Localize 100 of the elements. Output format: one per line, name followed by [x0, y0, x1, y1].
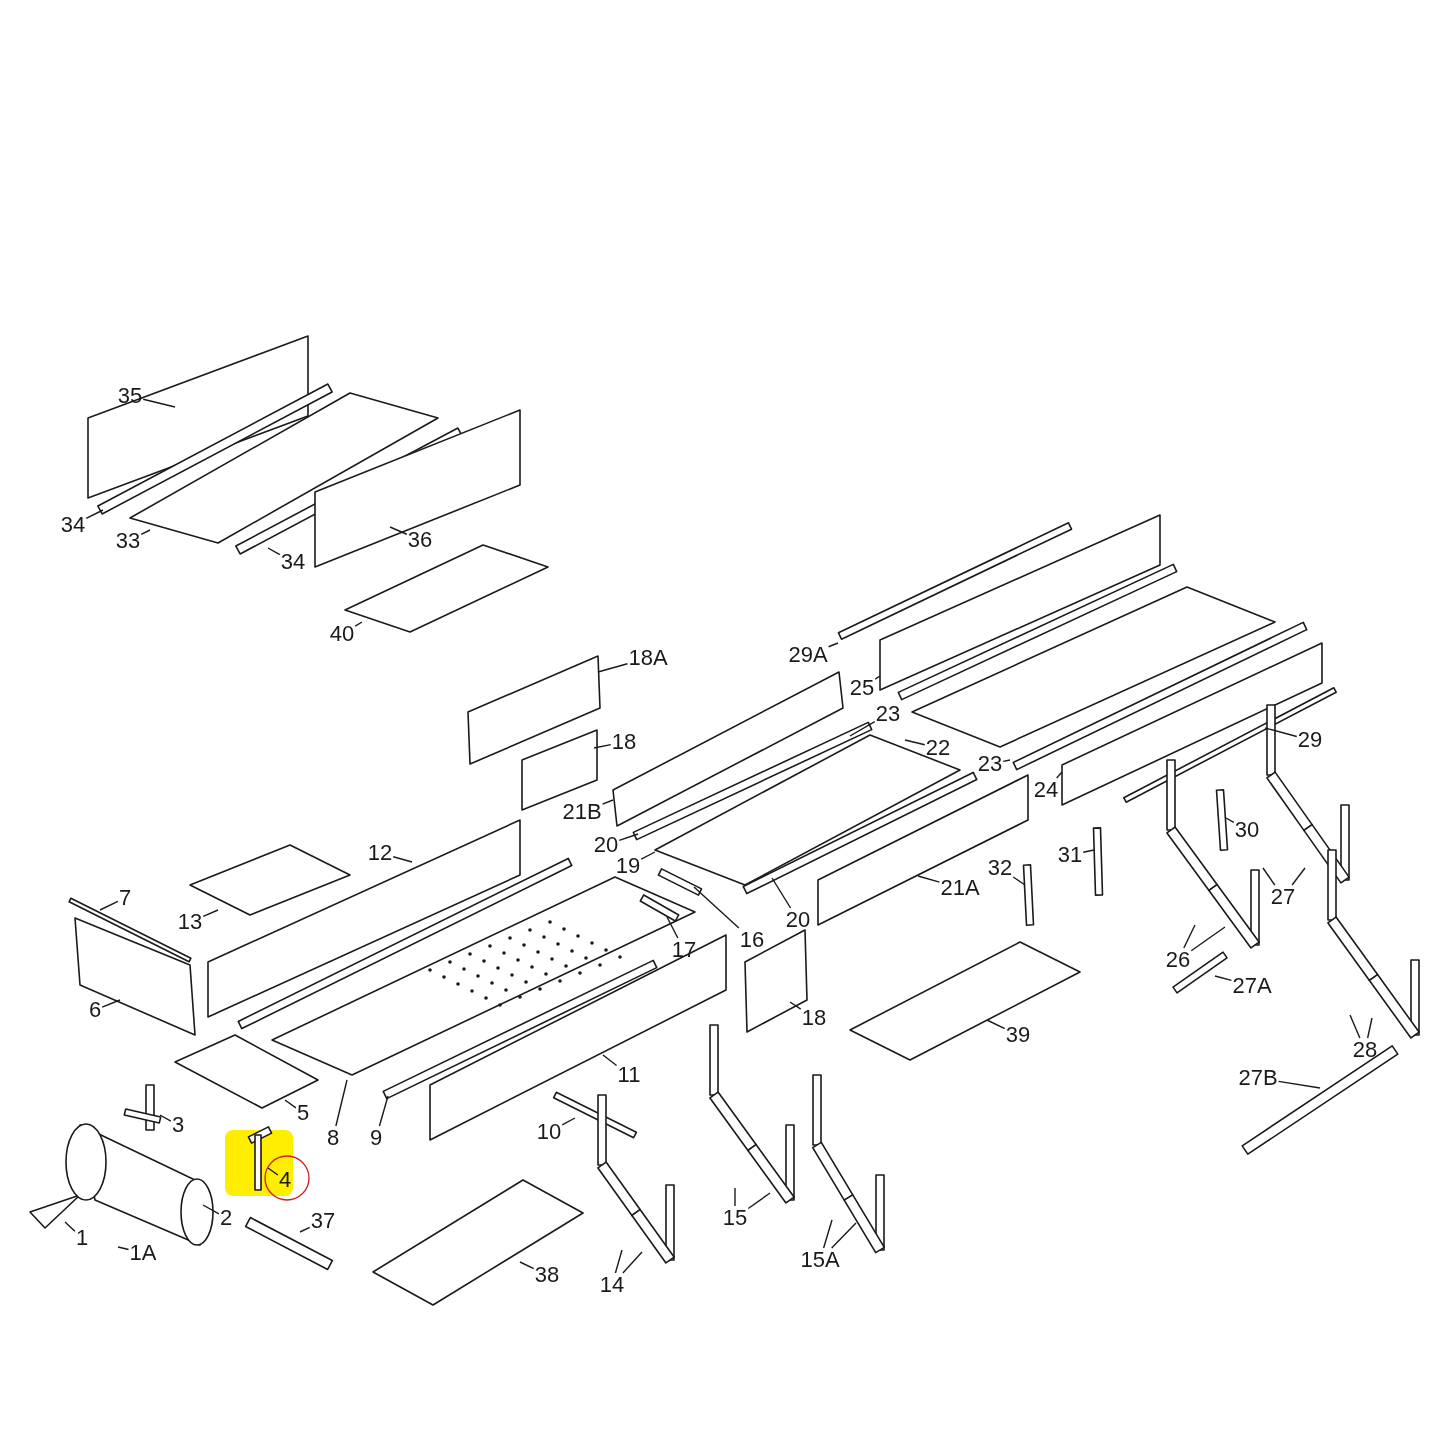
- leader-line: [1183, 924, 1196, 949]
- leader-line: [830, 1222, 857, 1249]
- callout-number: 36: [406, 528, 434, 552]
- leader-line: [392, 856, 413, 863]
- callout-number: 11: [616, 1063, 642, 1087]
- callout-number: 30: [1233, 818, 1261, 842]
- callout-number: 12: [366, 841, 394, 865]
- leader-line: [1214, 975, 1233, 982]
- leader-line: [789, 1001, 802, 1010]
- callout-number: 21B: [561, 800, 603, 824]
- leader-line: [1190, 926, 1226, 952]
- callout-number: 23: [874, 702, 902, 726]
- callout-number: 3: [170, 1113, 186, 1137]
- leader-line: [640, 851, 656, 860]
- leader-line: [284, 1099, 297, 1109]
- callout-number: 5: [295, 1101, 311, 1125]
- callout-number: 1: [74, 1226, 90, 1250]
- leader-line: [202, 909, 219, 918]
- leader-line: [693, 886, 740, 929]
- callout-number: 6: [87, 998, 103, 1022]
- leader-line: [874, 675, 881, 680]
- callout-number: 39: [1004, 1023, 1032, 1047]
- leader-line: [1082, 849, 1095, 853]
- callout-number: 17: [670, 938, 698, 962]
- leader-line: [267, 1167, 279, 1176]
- leader-line: [99, 900, 119, 911]
- callout-number: 4: [277, 1168, 293, 1192]
- leader-line: [299, 1226, 311, 1233]
- leader-line: [602, 1054, 618, 1067]
- leader-line: [1366, 1017, 1373, 1039]
- callout-number: 8: [325, 1126, 341, 1150]
- callout-number: 20: [592, 833, 620, 857]
- callout-number: 22: [924, 736, 952, 760]
- callout-number: 24: [1032, 778, 1060, 802]
- leader-line: [117, 1246, 130, 1251]
- leader-line: [389, 526, 408, 535]
- leader-line: [747, 1192, 771, 1210]
- callout-number: 15A: [799, 1248, 841, 1272]
- leader-line: [267, 547, 281, 556]
- leader-line: [1277, 1080, 1321, 1089]
- callout-number: 31: [1056, 843, 1084, 867]
- callout-number: 15: [721, 1206, 749, 1230]
- leader-line: [622, 1251, 643, 1274]
- leader-line: [601, 799, 614, 805]
- leader-line: [1264, 727, 1298, 738]
- leader-line: [734, 1187, 736, 1207]
- callout-number: 1A: [128, 1241, 158, 1265]
- callout-number: 38: [533, 1263, 561, 1287]
- leader-line: [354, 621, 363, 627]
- callout-number: 37: [309, 1209, 337, 1233]
- leader-line: [827, 642, 839, 648]
- callout-number: 33: [114, 529, 142, 553]
- leader-line: [519, 1261, 535, 1270]
- callout-number: 10: [535, 1120, 563, 1144]
- callout-number: 9: [368, 1126, 384, 1150]
- leader-line: [597, 663, 629, 673]
- leader-line: [822, 1219, 833, 1249]
- callout-number: 28: [1351, 1038, 1379, 1062]
- callout-number: 19: [614, 854, 642, 878]
- callout-number: 25: [848, 676, 876, 700]
- leader-line: [335, 1079, 348, 1127]
- leader-line: [561, 1117, 576, 1126]
- callout-number: 35: [116, 384, 144, 408]
- leader-line: [986, 1019, 1006, 1030]
- leader-line: [1055, 771, 1063, 779]
- callout-number: 21A: [939, 876, 981, 900]
- leader-line: [142, 398, 176, 408]
- leader-line: [917, 875, 941, 883]
- leader-line: [1349, 1014, 1361, 1039]
- leader-line: [64, 1221, 76, 1232]
- leader-line: [101, 999, 121, 1008]
- callout-number: 16: [738, 928, 766, 952]
- leader-line: [1012, 876, 1026, 886]
- leader-line: [1262, 867, 1276, 886]
- leader-line: [904, 739, 926, 746]
- leader-line: [666, 916, 679, 939]
- leader-line: [1225, 817, 1235, 824]
- leader-line: [140, 529, 151, 536]
- leader-line: [593, 743, 612, 749]
- callout-number: 40: [328, 622, 356, 646]
- callout-number: 27: [1269, 885, 1297, 909]
- callout-number: 20: [784, 908, 812, 932]
- callout-number: 14: [598, 1273, 626, 1297]
- callout-number: 27A: [1231, 974, 1273, 998]
- leader-line: [85, 509, 104, 520]
- callout-number: 26: [1164, 948, 1192, 972]
- leader-line: [614, 1249, 623, 1274]
- callout-number: 29: [1296, 728, 1324, 752]
- callout-number: 29A: [787, 643, 829, 667]
- callout-number: 18: [610, 730, 638, 754]
- callout-number: 13: [176, 910, 204, 934]
- callout-number: 27B: [1237, 1066, 1279, 1090]
- callout-number: 32: [986, 856, 1014, 880]
- leader-line: [771, 877, 792, 909]
- leader-line: [849, 720, 876, 737]
- callout-number: 34: [279, 550, 307, 574]
- leader-line: [618, 833, 639, 842]
- leader-line: [202, 1204, 220, 1215]
- callout-number: 23: [976, 752, 1004, 776]
- callout-number: 2: [218, 1206, 234, 1230]
